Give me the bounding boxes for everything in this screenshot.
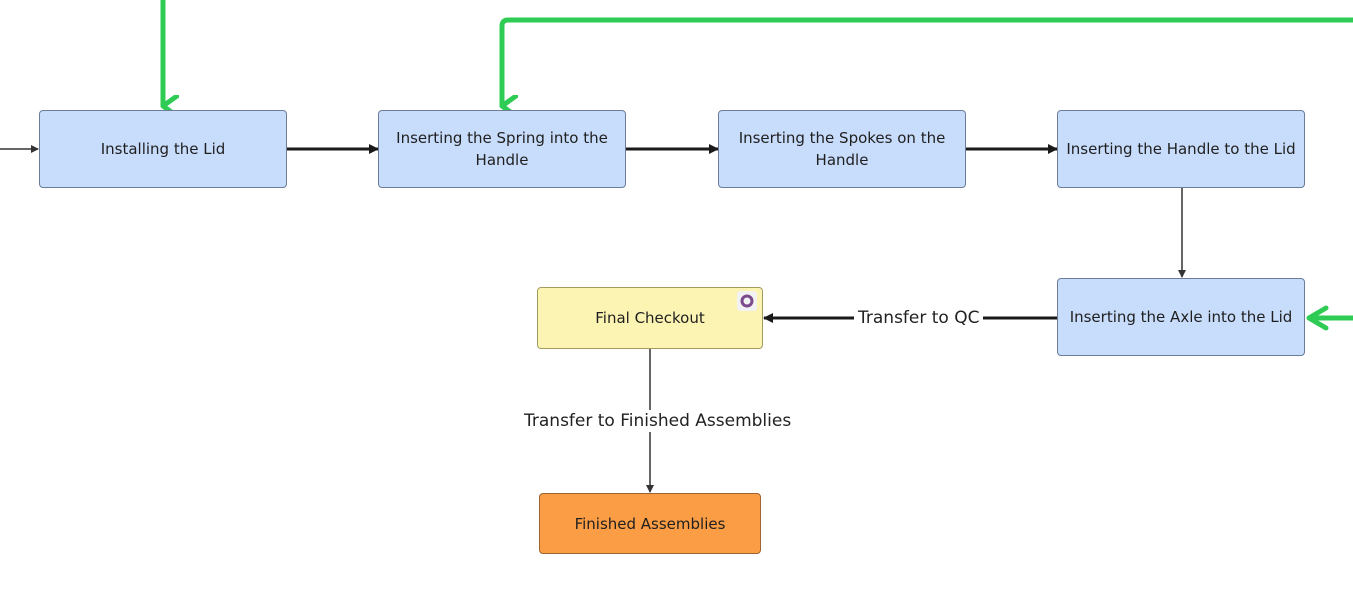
node-label: Installing the Lid	[100, 140, 226, 158]
node-finished-assemblies[interactable]: Finished Assemblies	[539, 493, 761, 554]
node-installing-lid[interactable]: Installing the Lid	[39, 110, 287, 188]
ring-icon[interactable]	[737, 291, 757, 311]
node-inserting-handle[interactable]: Inserting the Handle to the Lid	[1057, 110, 1305, 188]
node-label: Finished Assemblies	[574, 514, 726, 533]
node-final-checkout[interactable]: Final Checkout	[537, 287, 763, 349]
edge-label-transfer-qc: Transfer to QC	[854, 307, 984, 329]
node-label: Inserting the Spring into the Handle	[396, 129, 608, 169]
node-label: Inserting the Spokes on the Handle	[738, 129, 946, 169]
node-label: Inserting the Handle to the Lid	[1066, 140, 1296, 158]
feed-line-spring	[499, 17, 1353, 106]
node-label: Inserting the Axle into the Lid	[1069, 308, 1293, 326]
node-label: Final Checkout	[595, 309, 705, 327]
node-inserting-spring[interactable]: Inserting the Spring into the Handle	[378, 110, 626, 188]
edge-label-transfer-finished: Transfer to Finished Assemblies	[520, 410, 796, 432]
node-inserting-spokes[interactable]: Inserting the Spokes on the Handle	[718, 110, 966, 188]
feed-line-axle-head	[1306, 305, 1329, 331]
node-inserting-axle[interactable]: Inserting the Axle into the Lid	[1057, 278, 1305, 356]
